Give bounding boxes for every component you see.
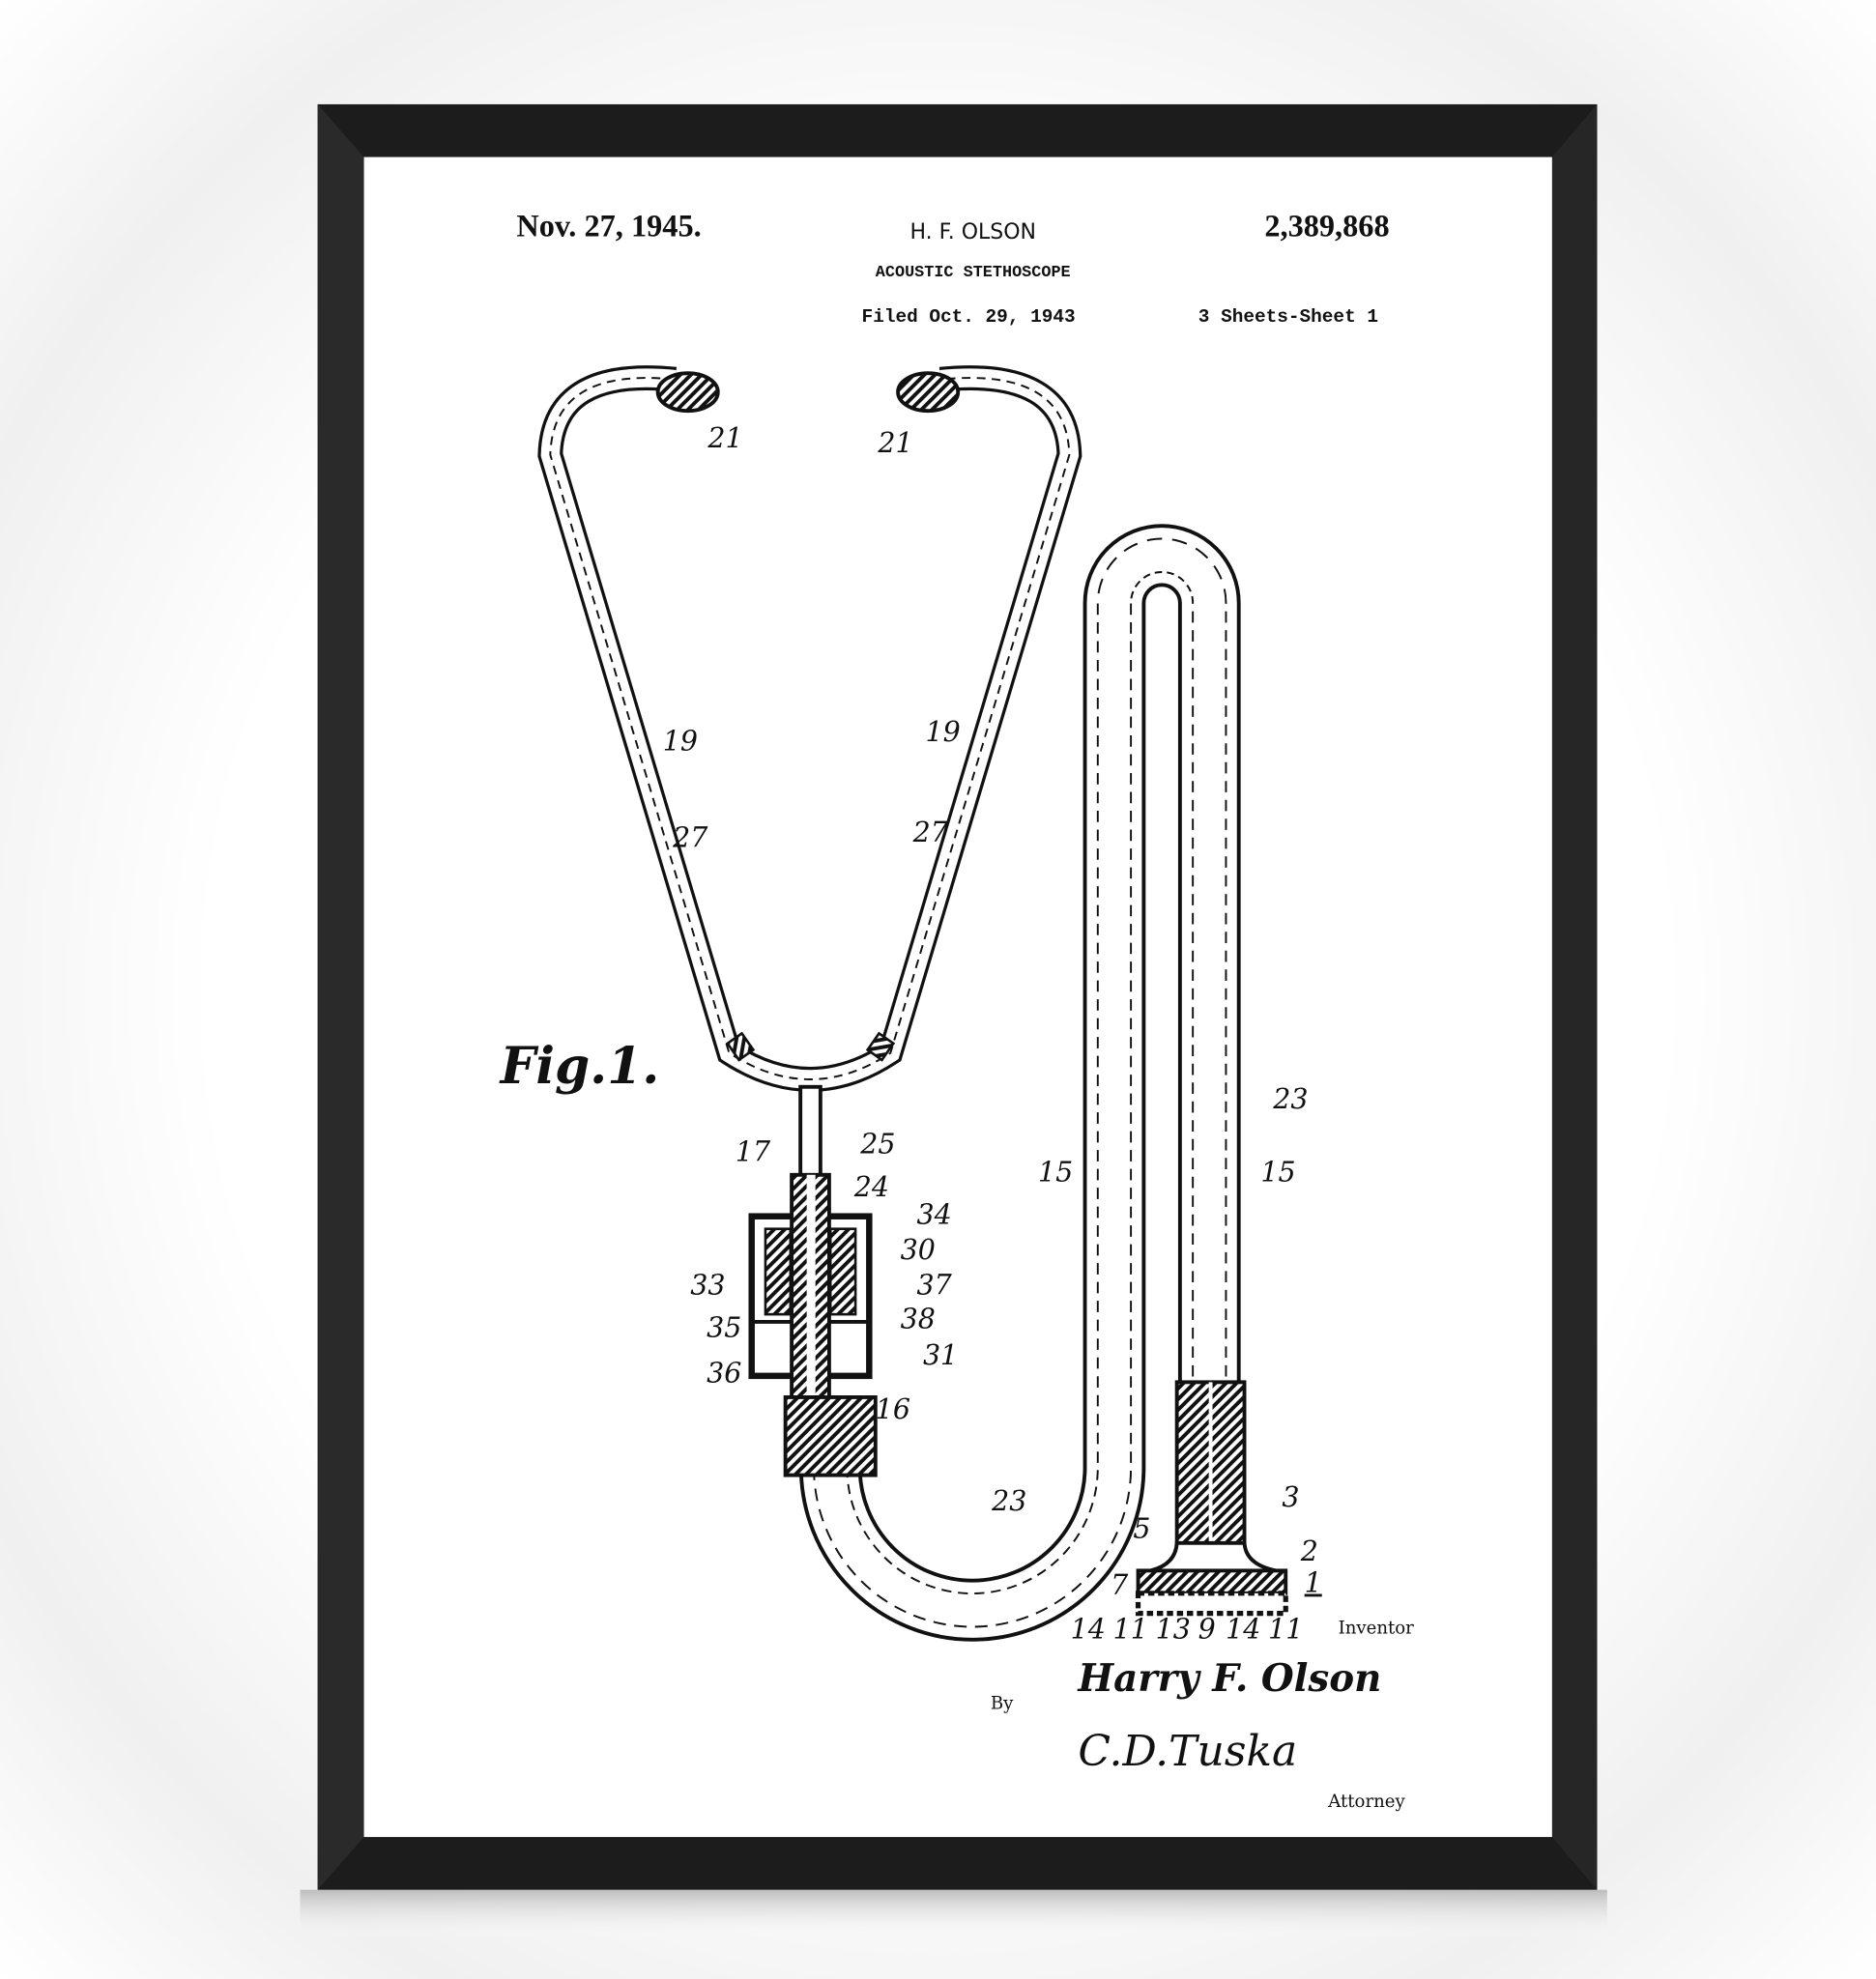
binaural-tubes: [537, 365, 1082, 1092]
main-tube: [798, 524, 1241, 1642]
earpiece-left: [655, 371, 720, 414]
ref-label: 24: [853, 1171, 889, 1203]
ref-label: 11: [1268, 1614, 1303, 1646]
ref-label: 5: [1133, 1513, 1150, 1545]
by-caption: By: [991, 1693, 1014, 1713]
ref-label: 21: [707, 422, 742, 454]
earpiece-right: [896, 371, 961, 414]
ref-label: 35: [707, 1311, 741, 1343]
ref-label: 14: [1226, 1614, 1260, 1646]
inventor-name: H. F. OLSON: [909, 220, 1036, 244]
inventor-signature: Harry F. Olson: [1077, 1656, 1381, 1701]
patent-date: Nov. 27, 1945.: [516, 209, 701, 244]
ref-label: 7: [1111, 1569, 1129, 1601]
valve-body: [748, 1172, 873, 1401]
ref-label: 2: [1300, 1535, 1318, 1567]
attorney-caption: Attorney: [1327, 1792, 1405, 1812]
ref-label: 11: [1113, 1614, 1148, 1646]
ref-label: 27: [912, 817, 949, 848]
reference-numerals: 21 21 19 19 27 27 17 25 24 34 30 37 33 3…: [663, 422, 1322, 1646]
bell-diaphragm: [1135, 1591, 1288, 1617]
ref-label: 3: [1282, 1481, 1299, 1513]
ref-label: 36: [707, 1357, 741, 1389]
ref-label: 1: [1305, 1566, 1322, 1598]
frame-shadow: [300, 1889, 1607, 1940]
ref-label: 16: [876, 1393, 910, 1425]
yoke-stem: [798, 1084, 823, 1180]
ref-label: 38: [901, 1303, 936, 1334]
ref-label: 13: [1156, 1614, 1191, 1646]
attorney-signature: C.D.Tuska: [1078, 1727, 1297, 1776]
figure-label: Fig.1.: [499, 1037, 660, 1096]
ref-label: 15: [1260, 1156, 1295, 1188]
yoke-clip-left: [725, 1031, 756, 1062]
ref-label: 15: [1038, 1156, 1073, 1188]
ref-label: 30: [901, 1234, 936, 1266]
filed-date: Filed Oct. 29, 1943: [862, 306, 1076, 328]
ref-label: 25: [859, 1129, 895, 1161]
patent-number: 2,389,868: [1264, 209, 1389, 244]
yoke-clip-right: [865, 1031, 896, 1062]
bell-cap: [1136, 1568, 1288, 1595]
ref-label: 34: [917, 1198, 952, 1230]
ref-label: 27: [672, 821, 708, 853]
patent-title: ACOUSTIC STETHOSCOPE: [876, 264, 1071, 282]
sheet-count: 3 Sheets-Sheet 1: [1198, 306, 1378, 328]
ref-label: 31: [923, 1339, 958, 1371]
ref-label: 17: [736, 1135, 771, 1167]
tube-coupling: [783, 1395, 878, 1477]
ref-label: 19: [926, 716, 961, 748]
ref-label: 37: [917, 1269, 953, 1301]
ref-label: 23: [1272, 1083, 1308, 1115]
frame-bevel-right: [1551, 103, 1598, 1890]
ref-label: 9: [1198, 1614, 1216, 1646]
frame-bevel-left: [317, 103, 364, 1890]
ref-label: 14: [1071, 1614, 1106, 1646]
ref-label: 33: [690, 1269, 725, 1301]
ref-label: 23: [991, 1485, 1026, 1517]
ref-label: 21: [877, 427, 912, 459]
inventor-caption: Inventor: [1339, 1618, 1415, 1638]
ref-label: 19: [663, 725, 698, 757]
